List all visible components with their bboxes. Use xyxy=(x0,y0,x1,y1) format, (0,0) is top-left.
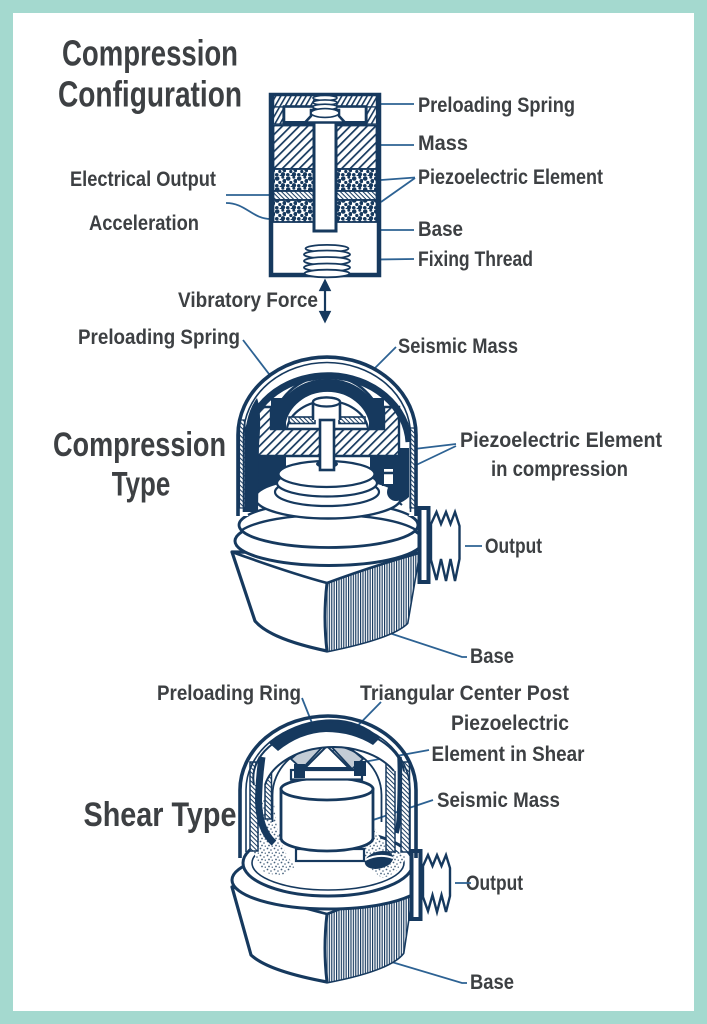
svg-text:Piezoelectric: Piezoelectric xyxy=(451,712,569,735)
svg-text:Element in Shear: Element in Shear xyxy=(432,743,585,766)
svg-text:Fixing Thread: Fixing Thread xyxy=(418,248,533,271)
svg-text:Shear Type: Shear Type xyxy=(84,796,237,834)
svg-text:Acceleration: Acceleration xyxy=(89,212,199,235)
svg-text:Electrical Output: Electrical Output xyxy=(70,168,216,191)
svg-text:Vibratory Force: Vibratory Force xyxy=(178,289,318,312)
svg-text:Compression: Compression xyxy=(62,33,238,74)
svg-text:Seismic Mass: Seismic Mass xyxy=(398,335,518,358)
svg-text:Output: Output xyxy=(485,535,542,558)
svg-text:Compression: Compression xyxy=(53,426,226,464)
svg-text:Preloading Ring: Preloading Ring xyxy=(157,682,301,705)
svg-text:Piezoelectric Element: Piezoelectric Element xyxy=(418,166,603,189)
svg-text:Base: Base xyxy=(470,645,514,668)
svg-text:Preloading Spring: Preloading Spring xyxy=(78,326,240,349)
svg-text:Base: Base xyxy=(470,971,514,994)
svg-text:Base: Base xyxy=(418,218,463,241)
svg-text:Piezoelectric Element: Piezoelectric Element xyxy=(460,429,662,452)
svg-text:Triangular Center Post: Triangular Center Post xyxy=(360,682,569,705)
svg-text:Mass: Mass xyxy=(418,132,468,155)
svg-text:Preloading Spring: Preloading Spring xyxy=(418,94,575,117)
svg-text:Configuration: Configuration xyxy=(58,74,242,115)
svg-text:Output: Output xyxy=(466,872,523,895)
svg-text:Seismic Mass: Seismic Mass xyxy=(437,789,560,812)
svg-text:in compression: in compression xyxy=(491,458,628,481)
svg-text:Type: Type xyxy=(112,466,171,504)
